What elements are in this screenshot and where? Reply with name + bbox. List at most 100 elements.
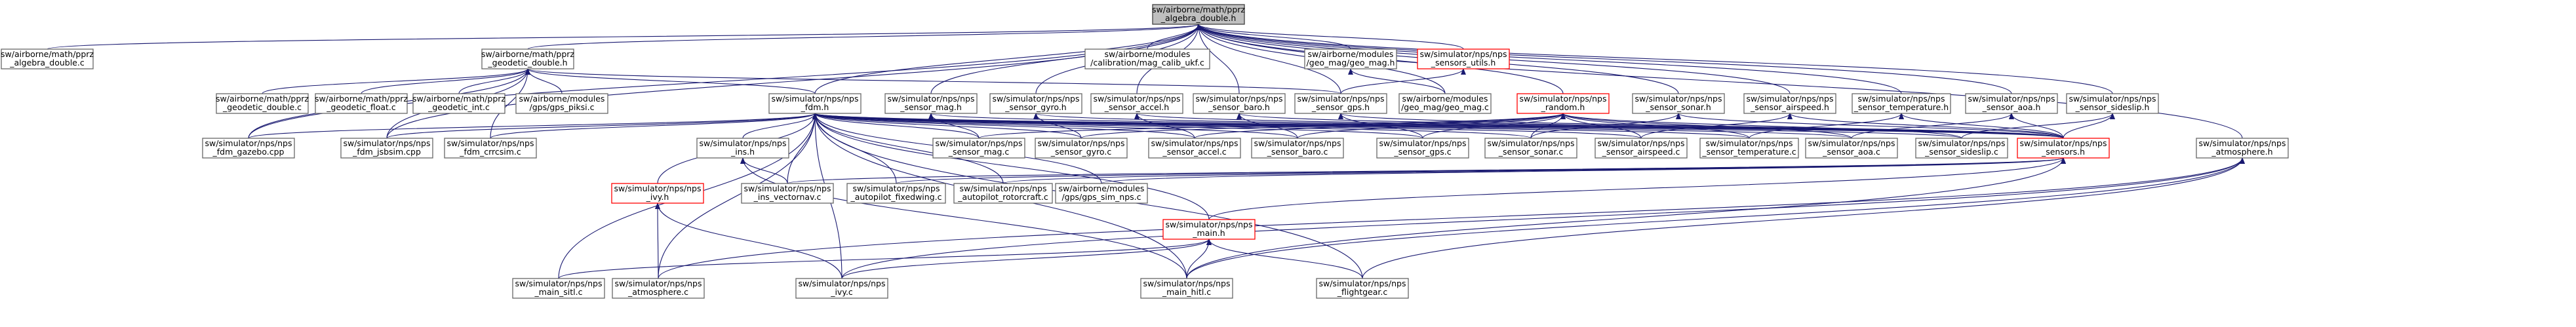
node-label-line: sw/simulator/nps/nps (798, 279, 885, 288)
node-label-line: _algebra_double.c (9, 58, 85, 67)
node-label-line: sw/simulator/nps/nps (1037, 138, 1124, 148)
node-sensor_gyro_h[interactable]: sw/simulator/nps/nps_sensor_gyro.h (989, 93, 1082, 114)
node-label-line: sw/simulator/nps/nps (446, 138, 534, 148)
edge-sensors_h-to-sensor_sonar_h (1676, 113, 2064, 139)
node-ivy_h[interactable]: sw/simulator/nps/nps_ivy.h (611, 183, 704, 204)
edge-sensor_baro_c-to-fdm_h (812, 113, 1298, 139)
edge-main_hitl-to-ins_h (740, 157, 1187, 279)
node-sensor_aoa_c[interactable]: sw/simulator/nps/nps_sensor_aoa.c (1805, 138, 1898, 159)
edge-ivy_c-to-ivy_h (655, 202, 842, 279)
node-geo_float_c[interactable]: sw/airborne/math/pprz_geodetic_float.c (315, 93, 408, 114)
node-geo_mag_h[interactable]: sw/airborne/modules/geo_mag/geo_mag.h (1304, 48, 1397, 69)
node-main_h[interactable]: sw/simulator/nps/nps_main.h (1162, 219, 1256, 240)
node-fdm_jsbsim[interactable]: sw/simulator/nps/nps_fdm_jsbsim.cpp (340, 138, 433, 159)
node-label-line: sw/airborne/math/pprz (216, 94, 309, 104)
node-random_h[interactable]: sw/simulator/nps/nps_random.h (1516, 93, 1610, 114)
node-sensor_temp_h[interactable]: sw/simulator/nps/nps_sensor_temperature.… (1852, 93, 1951, 114)
node-atmosphere_c[interactable]: sw/simulator/nps/nps_atmosphere.c (612, 278, 705, 299)
node-ins_h[interactable]: sw/simulator/nps/nps_ins.h (696, 138, 789, 159)
node-label-line: sw/simulator/nps/nps (2069, 94, 2156, 104)
node-label-line: sw/simulator/nps/nps (1968, 94, 2055, 104)
node-sensor_gps_h[interactable]: sw/simulator/nps/nps_sensor_gps.h (1294, 93, 1387, 114)
node-label-line: _sensor_aoa.h (1982, 102, 2041, 112)
node-main_hitl[interactable]: sw/simulator/nps/nps_main_hitl.c (1140, 278, 1233, 299)
node-label-line: sw/simulator/nps/nps (1808, 138, 1895, 148)
node-sensor_accel_h[interactable]: sw/simulator/nps/nps_sensor_accel.h (1090, 93, 1183, 114)
node-geo_dbl_c[interactable]: sw/airborne/math/pprz_geodetic_double.c (216, 93, 309, 114)
node-mag_calib[interactable]: sw/airborne/modules/calibration/mag_cali… (1084, 48, 1210, 69)
node-fdm_gazebo[interactable]: sw/simulator/nps/nps_fdm_gazebo.cpp (202, 138, 295, 159)
node-label-line: sw/simulator/nps/nps (1254, 138, 1341, 148)
edge-ap_fixedwing-to-sensors_h (896, 157, 2066, 184)
edge-ivy_c-to-main_h (841, 239, 1212, 279)
node-label-line: sw/simulator/nps/nps (1519, 94, 1606, 104)
edge-alg_c-to-root (47, 24, 1201, 50)
node-label-line: sw/simulator/nps/nps (1857, 94, 1945, 104)
node-ivy_c[interactable]: sw/simulator/nps/nps_ivy.c (795, 278, 888, 299)
node-box (1316, 278, 1409, 299)
node-box (2017, 138, 2110, 159)
node-flightgear[interactable]: sw/simulator/nps/nps_flightgear.c (1316, 278, 1409, 299)
node-atmosphere_h[interactable]: sw/simulator/nps/nps_atmosphere.h (2196, 138, 2289, 159)
node-sensor_sideslip_c[interactable]: sw/simulator/nps/nps_sensor_sideslip.c (1915, 138, 2008, 159)
node-sensor_temp_c[interactable]: sw/simulator/nps/nps_sensor_temperature.… (1699, 138, 1799, 159)
node-sensor_gyro_c[interactable]: sw/simulator/nps/nps_sensor_gyro.c (1035, 138, 1128, 159)
edge-sensor_gps_c-to-random_h (1422, 113, 1566, 139)
node-sensor_sonar_h[interactable]: sw/simulator/nps/nps_sensor_sonar.h (1632, 93, 1725, 114)
node-sensor_airspeed_h[interactable]: sw/simulator/nps/nps_sensor_airspeed.h (1743, 93, 1836, 114)
node-label-line: sw/airborne/math/pprz (481, 49, 574, 59)
node-sensor_sideslip_h[interactable]: sw/simulator/nps/nps_sensor_sideslip.h (2066, 93, 2159, 114)
node-fdm_h[interactable]: sw/simulator/nps/nps_fdm.h (768, 93, 862, 114)
edge-sensor_mag_c-to-random_h (978, 113, 1566, 139)
edge-sensor_sonar_c-to-fdm_h (812, 113, 1532, 139)
node-label-line: sw/simulator/nps/nps (959, 183, 1046, 193)
edge-flightgear-to-main_h (1206, 239, 1363, 279)
node-label-line: _sensor_temperature.h (1853, 102, 1949, 112)
node-sensor_gps_c[interactable]: sw/simulator/nps/nps_sensor_gps.c (1376, 138, 1469, 159)
node-sensor_airspeed_c[interactable]: sw/simulator/nps/nps_sensor_airspeed.c (1595, 138, 1688, 159)
node-label-line: sw/simulator/nps/nps (614, 183, 701, 193)
node-sensor_accel_c[interactable]: sw/simulator/nps/nps_sensor_accel.c (1148, 138, 1241, 159)
node-label-line: sw/simulator/nps/nps (2019, 138, 2107, 148)
node-sensor_mag_h[interactable]: sw/simulator/nps/nps_sensor_mag.h (884, 93, 978, 114)
node-root[interactable]: sw/airborne/math/pprz_algebra_double.h (1152, 4, 1245, 25)
node-ap_rotorcraft[interactable]: sw/simulator/nps/nps_autopilot_rotorcraf… (953, 183, 1053, 204)
node-label-line: _sensor_temperature.c (1701, 147, 1796, 157)
node-box (340, 138, 433, 159)
node-geo_h[interactable]: sw/airborne/math/pprz_geodetic_double.h (481, 48, 574, 69)
node-label-line: _sensor_gyro.h (1004, 102, 1066, 112)
edge-sensors_utils-to-root (1196, 24, 1464, 50)
node-sensors_utils[interactable]: sw/simulator/nps/nps_sensors_utils.h (1417, 48, 1510, 69)
node-gps_sim_nps[interactable]: sw/airborne/modules/gps/gps_sim_nps.c (1055, 183, 1148, 204)
node-gps_piksi[interactable]: sw/airborne/modules/gps/gps_piksi.c (515, 93, 608, 114)
node-sensor_baro_h[interactable]: sw/simulator/nps/nps_sensor_baro.h (1193, 93, 1286, 114)
node-sensor_sonar_c[interactable]: sw/simulator/nps/nps_sensor_sonar.c (1484, 138, 1577, 159)
node-label-line: _sensor_accel.h (1104, 102, 1169, 112)
edge-fdm_crrcsim-to-fdm_h (490, 113, 818, 139)
node-label-line: _sensor_sideslip.h (2075, 102, 2150, 112)
edge-sensor_gps_h-to-geo_h (525, 68, 1341, 94)
node-label-line: sw/simulator/nps/nps (2198, 138, 2286, 148)
node-box (1805, 138, 1898, 159)
node-sensor_baro_c[interactable]: sw/simulator/nps/nps_sensor_baro.c (1251, 138, 1344, 159)
node-ins_vectornav[interactable]: sw/simulator/nps/nps_ins_vectornav.c (741, 183, 834, 204)
node-sensor_mag_c[interactable]: sw/simulator/nps/nps_sensor_mag.c (932, 138, 1025, 159)
node-alg_c[interactable]: sw/airborne/math/pprz_algebra_double.c (1, 48, 94, 69)
edge-geo_dbl_c-to-geo_h (262, 68, 530, 94)
edge-ap_rotorcraft-to-fdm_h (812, 113, 1004, 184)
node-fdm_crrcsim[interactable]: sw/simulator/nps/nps_fdm_crrcsim.c (444, 138, 537, 159)
node-label-line: _autopilot_fixedwing.c (850, 192, 942, 202)
node-geo_int_c[interactable]: sw/airborne/math/pprz_geodetic_int.c (412, 93, 505, 114)
node-label-line: _atmosphere.c (627, 287, 688, 297)
node-box (1140, 278, 1233, 299)
node-sensors_h[interactable]: sw/simulator/nps/nps_sensors.h (2017, 138, 2110, 159)
node-label-line: sw/simulator/nps/nps (1143, 279, 1230, 288)
node-box (444, 138, 537, 159)
edge-geo_h-to-root (527, 24, 1201, 50)
node-sensor_aoa_h[interactable]: sw/simulator/nps/nps_sensor_aoa.h (1965, 93, 2058, 114)
edge-sensor_mag_c-to-fdm_h (812, 113, 980, 139)
node-ap_fixedwing[interactable]: sw/simulator/nps/nps_autopilot_fixedwing… (846, 183, 946, 204)
node-geo_mag_c[interactable]: sw/airborne/modules/geo_mag/geo_mag.c (1398, 93, 1492, 114)
edge-fdm_crrcsim-to-geo_h (490, 68, 530, 139)
node-main_sitl[interactable]: sw/simulator/nps/nps_main_sitl.c (512, 278, 605, 299)
